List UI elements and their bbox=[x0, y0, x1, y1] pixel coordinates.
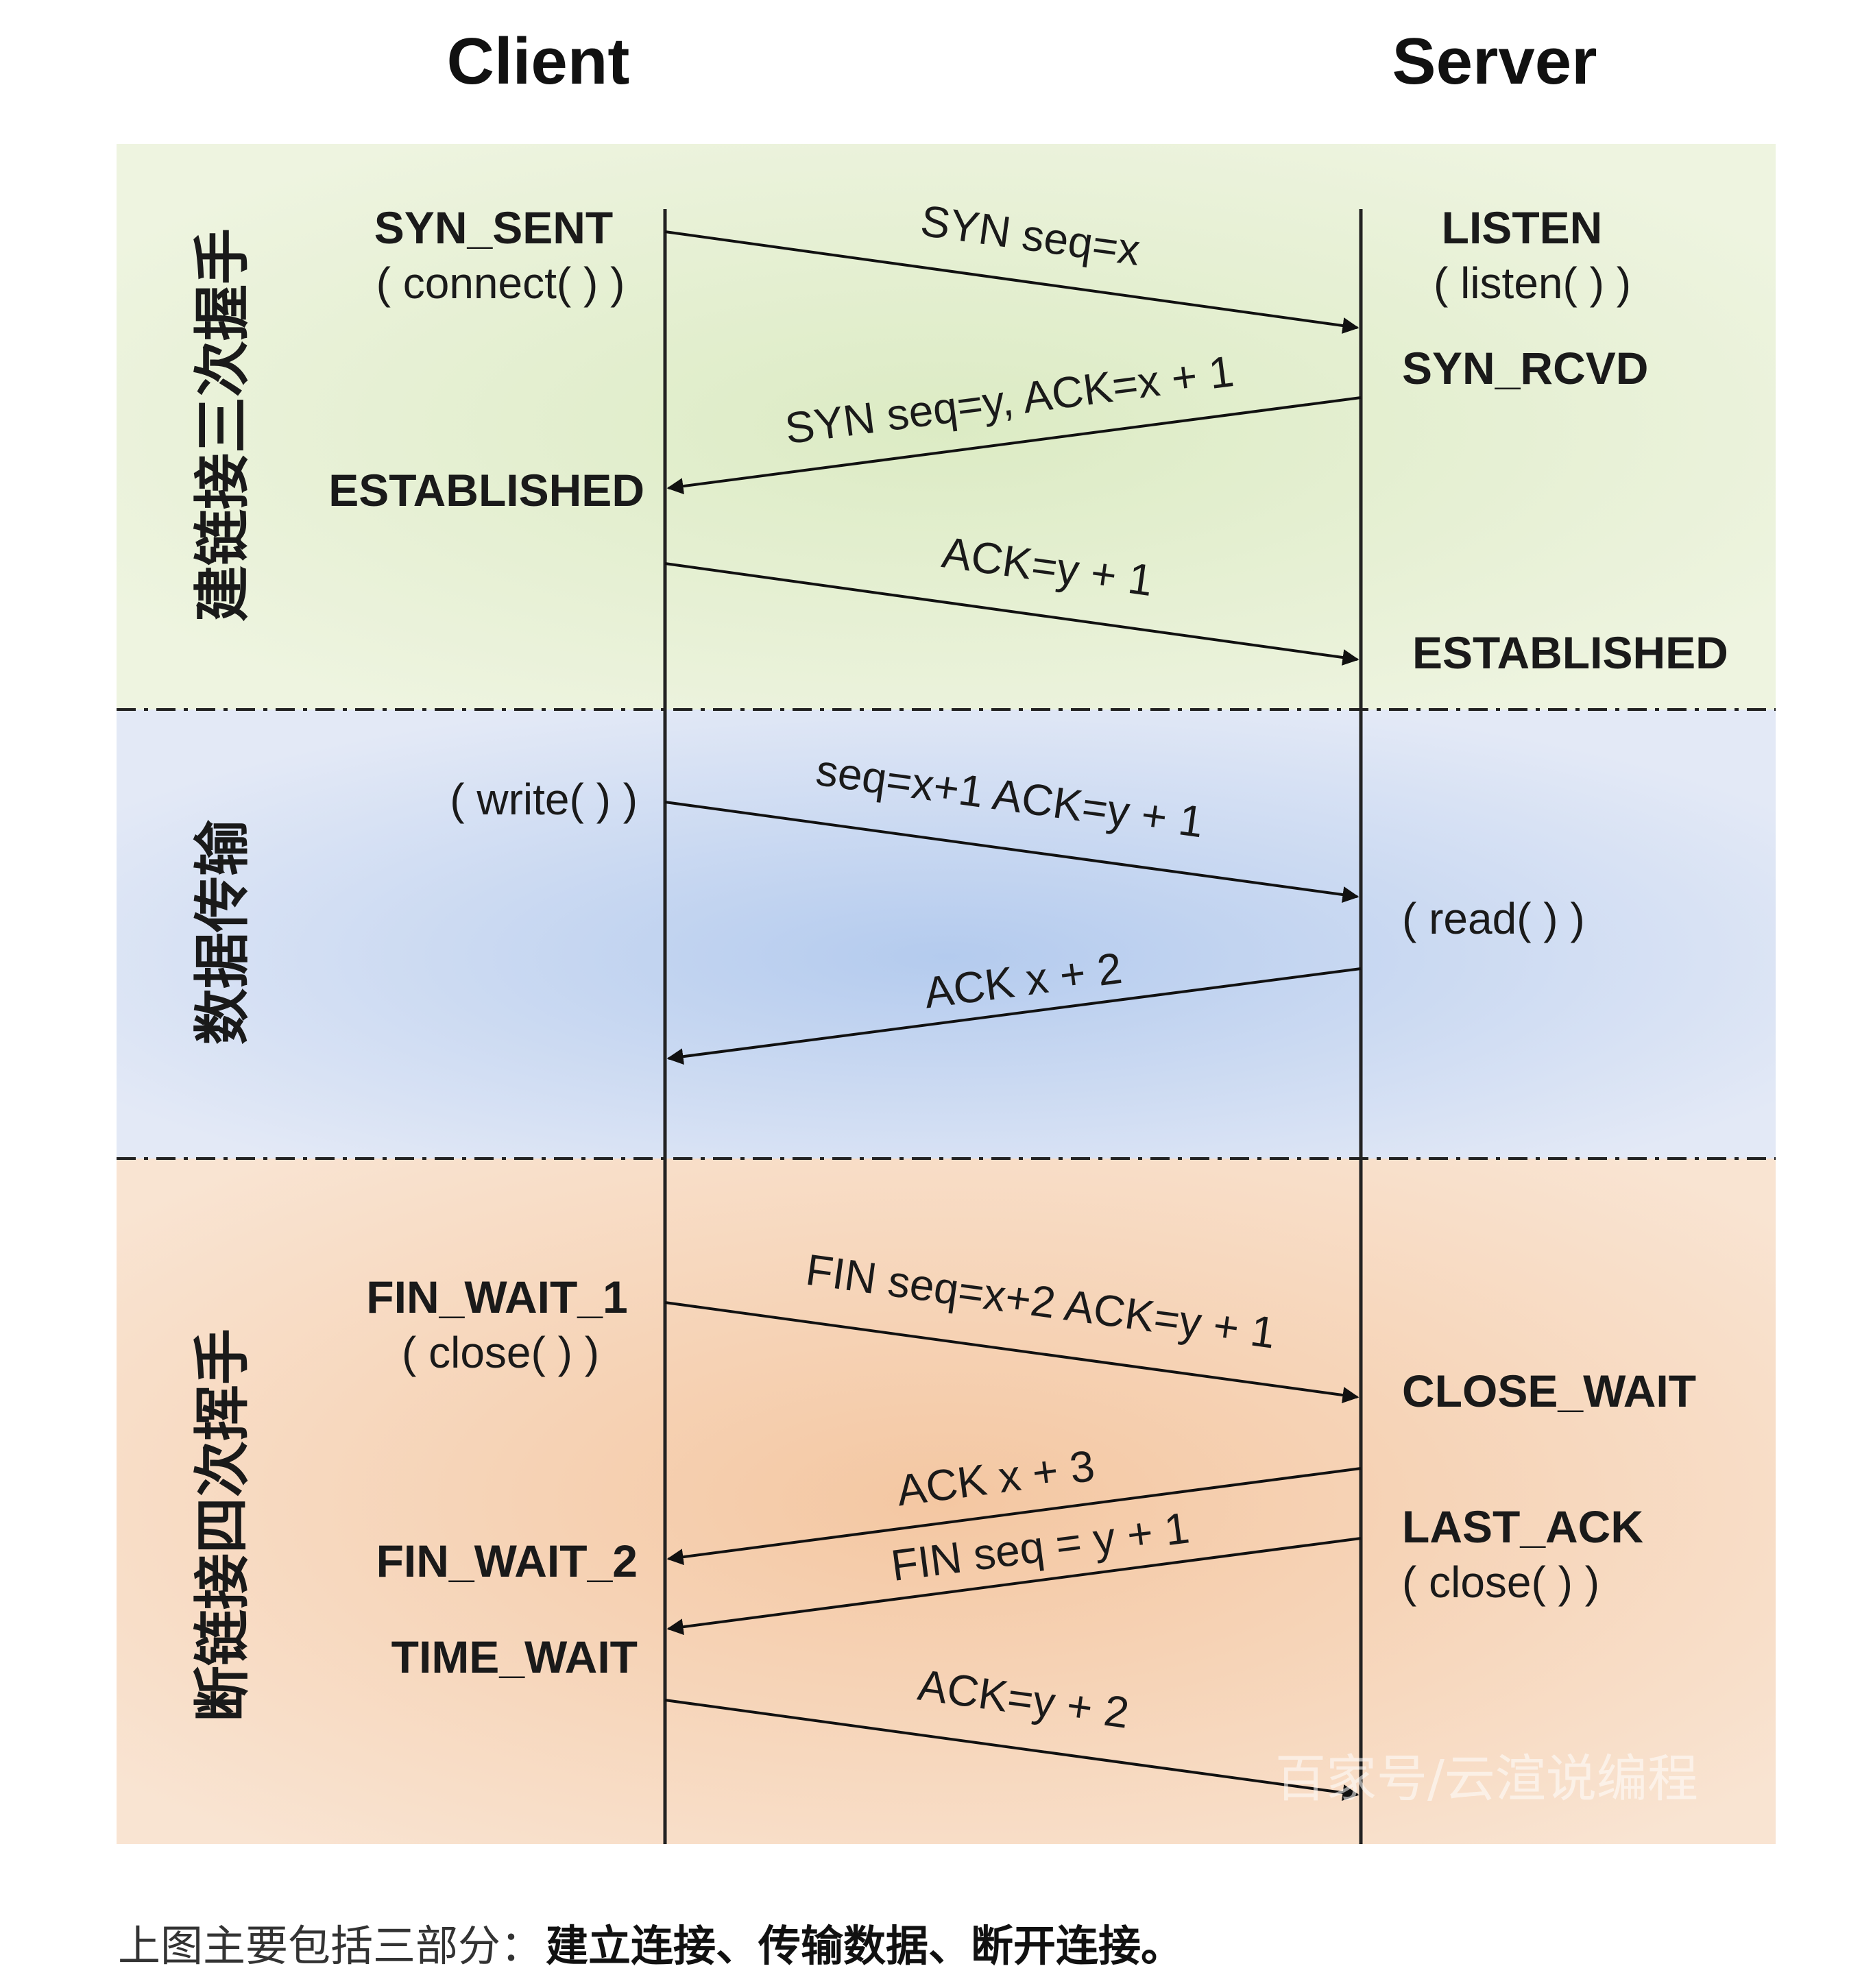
phase-label-teardown: 断链接四次挥手 bbox=[190, 1329, 255, 1722]
caption-prefix: 上图主要包括三部分： bbox=[118, 1921, 543, 1971]
server-state-listen: LISTEN bbox=[1442, 202, 1603, 253]
message-arrow bbox=[664, 1699, 1360, 1801]
server-call-listen: ( listen( ) ) bbox=[1434, 258, 1631, 308]
client-state-syn-sent: SYN_SENT bbox=[374, 202, 613, 253]
client-call-connect: ( connect( ) ) bbox=[376, 258, 625, 308]
phase-band-teardown bbox=[117, 1159, 1776, 1844]
phase-band-transfer bbox=[117, 710, 1776, 1159]
client-header: Client bbox=[447, 25, 630, 98]
message-arrow bbox=[666, 1467, 1362, 1566]
client-state-fin-wait-2: FIN_WAIT_2 bbox=[376, 1536, 638, 1586]
server-state-established: ESTABLISHED bbox=[1412, 627, 1728, 678]
client-state-fin-wait-1: FIN_WAIT_1 bbox=[366, 1272, 627, 1322]
message-arrow bbox=[664, 562, 1360, 666]
client-call-close: ( close( ) ) bbox=[402, 1328, 599, 1377]
message-arrow bbox=[666, 967, 1362, 1065]
server-call-close: ( close( ) ) bbox=[1402, 1557, 1599, 1607]
caption-bold: 建立连接、传输数据、断开连接。 bbox=[546, 1921, 1183, 1971]
server-state-close-wait: CLOSE_WAIT bbox=[1402, 1366, 1696, 1416]
message-arrow bbox=[666, 396, 1362, 495]
message-arrow bbox=[664, 1301, 1360, 1403]
phase-band-handshake bbox=[117, 144, 1776, 710]
message-arrow bbox=[666, 1537, 1362, 1636]
caption: 上图主要包括三部分： 建立连接、传输数据、断开连接。 bbox=[118, 1921, 1183, 1971]
server-state-syn-rcvd: SYN_RCVD bbox=[1402, 343, 1648, 393]
phase-label-transfer: 数据传输 bbox=[190, 819, 255, 1045]
client-state-established: ESTABLISHED bbox=[328, 465, 644, 516]
client-call-write: ( write( ) ) bbox=[450, 775, 638, 824]
client-state-time-wait: TIME_WAIT bbox=[391, 1632, 638, 1682]
server-call-read: ( read( ) ) bbox=[1402, 894, 1585, 943]
message-arrow bbox=[664, 230, 1360, 334]
server-header: Server bbox=[1392, 25, 1597, 98]
message-arrow bbox=[664, 801, 1360, 903]
watermark: 百家号/云渲说编程 bbox=[1275, 1749, 1698, 1808]
server-state-last-ack: LAST_ACK bbox=[1402, 1501, 1643, 1552]
phase-label-handshake: 建链接三次握手 bbox=[190, 228, 255, 622]
